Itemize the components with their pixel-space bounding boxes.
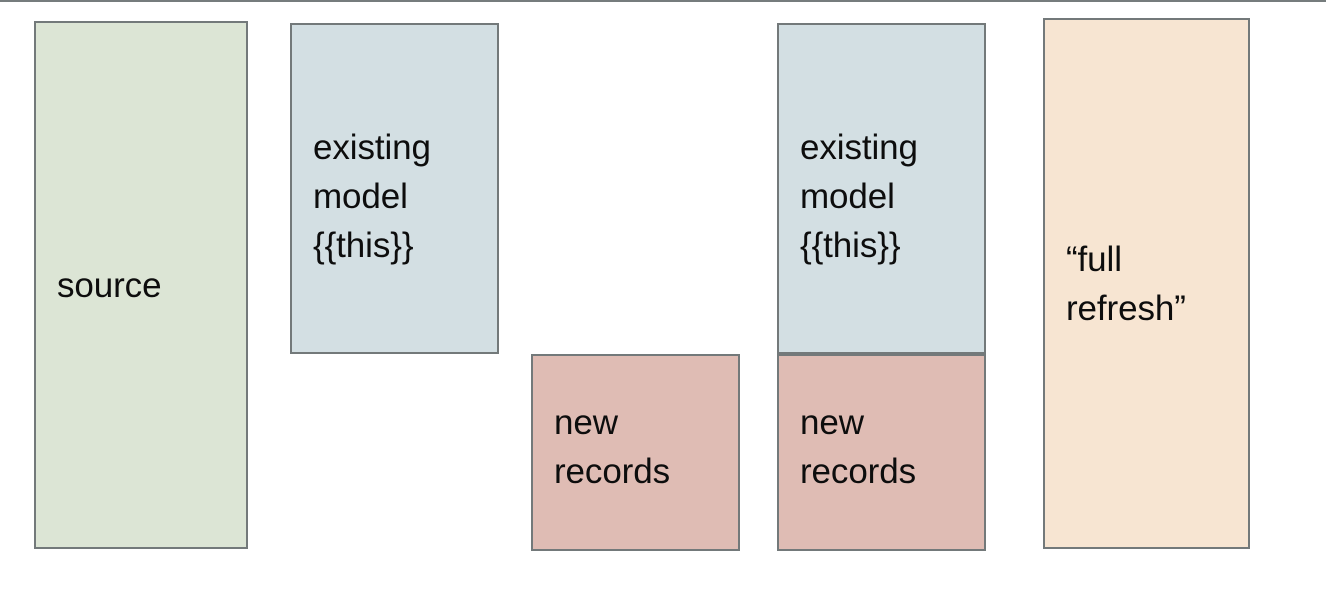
block-existing-model-2[interactable]: existing model {{this}} <box>777 23 986 354</box>
block-new-records-2[interactable]: new records <box>777 354 986 551</box>
block-existing-model-2-label: existing model {{this}} <box>800 128 918 265</box>
block-full-refresh-label: “full refresh” <box>1066 239 1186 328</box>
block-new-records-1-label: new records <box>554 403 671 491</box>
block-new-records-2-label: new records <box>800 403 917 491</box>
block-source-label: source <box>57 265 162 305</box>
block-existing-model-1-label: existing model {{this}} <box>313 128 431 265</box>
block-new-records-1[interactable]: new records <box>531 354 740 551</box>
horizontal-baseline <box>0 0 1326 2</box>
block-existing-model-1[interactable]: existing model {{this}} <box>290 23 499 354</box>
block-source[interactable]: source <box>34 21 248 549</box>
block-full-refresh[interactable]: “full refresh” <box>1043 18 1250 549</box>
